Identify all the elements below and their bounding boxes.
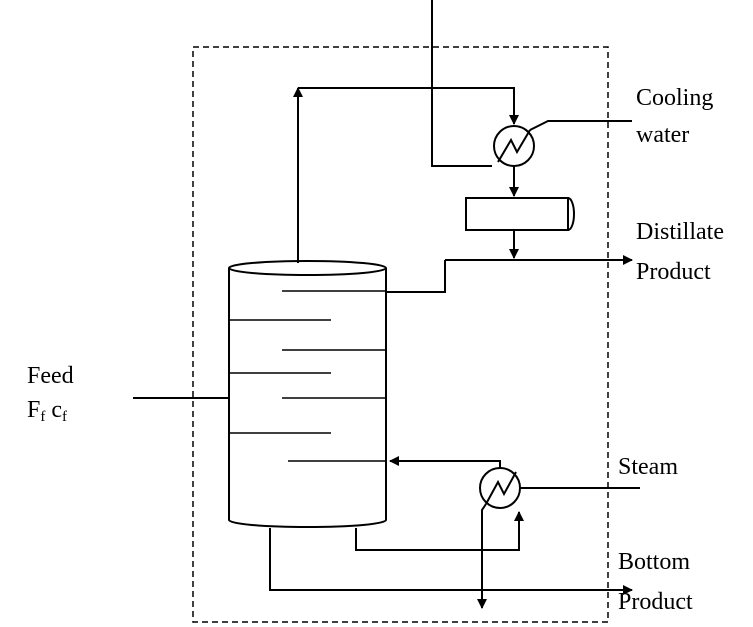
bottom-product-label: Bottom [618,549,690,575]
reboiler-liquid-line [355,511,524,551]
bottom-product-label-2: Product [618,589,693,615]
cooling-water-label: Cooling [636,85,713,111]
system-boundary [192,46,609,623]
steam-label: Steam [618,454,678,480]
distillate-label: Distillate [636,219,724,245]
feed-label: Feed [27,363,74,389]
condenser-icon [493,125,535,167]
distillation-column [228,260,387,528]
reboiler-vapor-line [389,456,501,468]
column-trays [229,290,386,462]
bottom-product-line [269,528,633,595]
cooling-water-line [431,0,492,167]
cooling-water-out-line [529,120,632,131]
reflux-drum [465,197,575,231]
vapor-to-condenser-line [298,87,519,125]
reboiler-icon [479,467,521,509]
distillate-label-2: Product [636,259,711,285]
steam-condensate-line [477,503,487,609]
cooling-water-label-2: water [636,122,689,148]
reflux-line [386,260,446,293]
